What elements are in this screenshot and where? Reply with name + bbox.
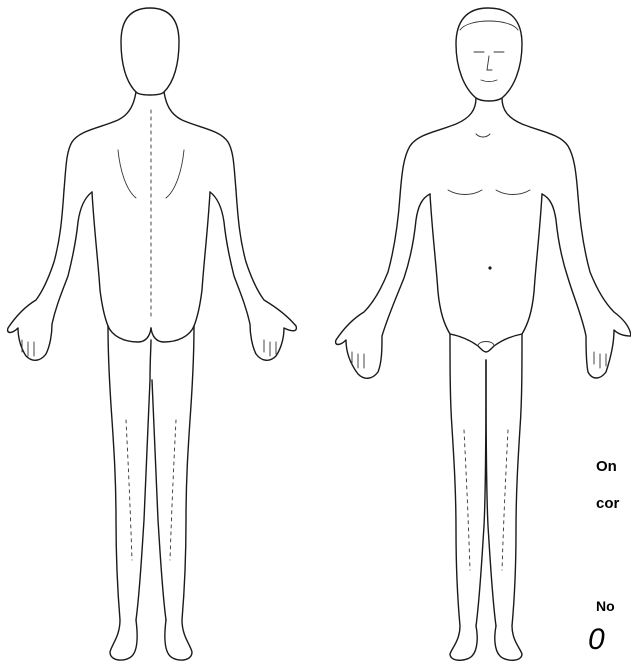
instruction-text-line-2: cor xyxy=(596,495,619,512)
instruction-text-line-1: On xyxy=(596,458,617,475)
scale-value-zero: 0 xyxy=(588,623,605,657)
front-body-outline xyxy=(318,0,631,665)
scale-label-no: No xyxy=(596,598,615,614)
back-body-outline xyxy=(0,0,305,665)
front-view-body-figure xyxy=(318,0,631,665)
back-view-body-figure xyxy=(0,0,305,665)
